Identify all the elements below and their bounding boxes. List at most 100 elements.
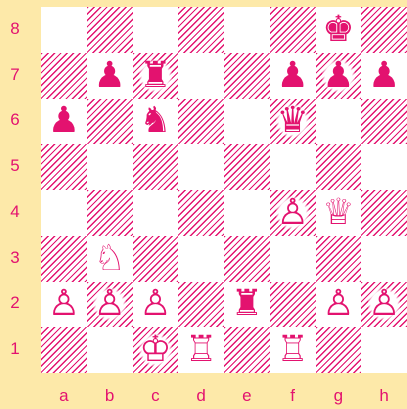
square-f4[interactable]: ♙ (270, 190, 316, 236)
white-rook-icon[interactable]: ♖ (185, 332, 217, 368)
white-pawn-icon[interactable]: ♙ (276, 195, 308, 231)
square-h1[interactable] (361, 327, 407, 373)
file-label-c: c (133, 386, 179, 406)
white-pawn-icon[interactable]: ♙ (93, 286, 125, 322)
square-e2[interactable]: ♜ (224, 282, 270, 328)
square-b6[interactable] (87, 99, 133, 145)
black-pawn-icon[interactable]: ♟ (48, 103, 80, 139)
square-g4[interactable]: ♕ (316, 190, 362, 236)
square-f7[interactable]: ♟ (270, 53, 316, 99)
square-f5[interactable] (270, 144, 316, 190)
square-g2[interactable]: ♙ (316, 282, 362, 328)
square-f3[interactable] (270, 236, 316, 282)
square-g5[interactable] (316, 144, 362, 190)
square-b7[interactable]: ♟ (87, 53, 133, 99)
square-f8[interactable] (270, 7, 316, 53)
square-d6[interactable] (178, 99, 224, 145)
rank-label-5: 5 (0, 156, 30, 176)
rank-label-8: 8 (0, 19, 30, 39)
black-pawn-icon[interactable]: ♟ (276, 58, 308, 94)
square-d8[interactable] (178, 7, 224, 53)
square-c5[interactable] (133, 144, 179, 190)
file-label-g: g (316, 386, 362, 406)
file-label-b: b (87, 386, 133, 406)
square-d5[interactable] (178, 144, 224, 190)
square-g7[interactable]: ♟ (316, 53, 362, 99)
square-d3[interactable] (178, 236, 224, 282)
white-pawn-icon[interactable]: ♙ (139, 286, 171, 322)
white-pawn-icon[interactable]: ♙ (322, 286, 354, 322)
square-a8[interactable] (41, 7, 87, 53)
square-a1[interactable] (41, 327, 87, 373)
rank-label-4: 4 (0, 202, 30, 222)
square-d4[interactable] (178, 190, 224, 236)
square-h5[interactable] (361, 144, 407, 190)
black-queen-icon[interactable]: ♛ (276, 103, 308, 139)
square-e7[interactable] (224, 53, 270, 99)
square-c1[interactable]: ♔ (133, 327, 179, 373)
file-label-f: f (270, 386, 316, 406)
white-pawn-icon[interactable]: ♙ (368, 286, 400, 322)
square-e3[interactable] (224, 236, 270, 282)
file-label-h: h (361, 386, 407, 406)
rank-label-3: 3 (0, 248, 30, 268)
square-b4[interactable] (87, 190, 133, 236)
square-a6[interactable]: ♟ (41, 99, 87, 145)
white-rook-icon[interactable]: ♖ (276, 332, 308, 368)
square-e8[interactable] (224, 7, 270, 53)
square-f2[interactable] (270, 282, 316, 328)
square-g1[interactable] (316, 327, 362, 373)
square-g8[interactable]: ♚ (316, 7, 362, 53)
square-b5[interactable] (87, 144, 133, 190)
square-c8[interactable] (133, 7, 179, 53)
black-rook-icon[interactable]: ♜ (231, 286, 263, 322)
black-pawn-icon[interactable]: ♟ (368, 58, 400, 94)
file-label-d: d (178, 386, 224, 406)
white-queen-icon[interactable]: ♕ (322, 195, 354, 231)
square-g3[interactable] (316, 236, 362, 282)
square-c3[interactable] (133, 236, 179, 282)
rank-label-7: 7 (0, 65, 30, 85)
square-f6[interactable]: ♛ (270, 99, 316, 145)
black-pawn-icon[interactable]: ♟ (322, 58, 354, 94)
square-f1[interactable]: ♖ (270, 327, 316, 373)
square-b3[interactable]: ♘ (87, 236, 133, 282)
square-a2[interactable]: ♙ (41, 282, 87, 328)
square-c6[interactable]: ♞ (133, 99, 179, 145)
black-knight-icon[interactable]: ♞ (139, 103, 171, 139)
square-d1[interactable]: ♖ (178, 327, 224, 373)
square-a7[interactable] (41, 53, 87, 99)
rank-label-1: 1 (0, 339, 30, 359)
square-a5[interactable] (41, 144, 87, 190)
square-a4[interactable] (41, 190, 87, 236)
square-b1[interactable] (87, 327, 133, 373)
square-e1[interactable] (224, 327, 270, 373)
square-h6[interactable] (361, 99, 407, 145)
square-c2[interactable]: ♙ (133, 282, 179, 328)
black-rook-icon[interactable]: ♜ (139, 58, 171, 94)
square-e6[interactable] (224, 99, 270, 145)
rank-label-6: 6 (0, 110, 30, 130)
square-d7[interactable] (178, 53, 224, 99)
square-e5[interactable] (224, 144, 270, 190)
square-h4[interactable] (361, 190, 407, 236)
black-king-icon[interactable]: ♚ (322, 12, 354, 48)
square-h8[interactable] (361, 7, 407, 53)
white-pawn-icon[interactable]: ♙ (48, 286, 80, 322)
square-c7[interactable]: ♜ (133, 53, 179, 99)
white-king-icon[interactable]: ♔ (139, 332, 171, 368)
black-pawn-icon[interactable]: ♟ (93, 58, 125, 94)
square-g6[interactable] (316, 99, 362, 145)
square-c4[interactable] (133, 190, 179, 236)
square-b8[interactable] (87, 7, 133, 53)
chess-board: ♚ ♟ ♜ ♟ ♟ ♟ ♟ ♞ ♛ ♙ ♕ ♘ ♙ ♙ ♙ ♜ ♙ ♙ ♔ ♖ ♖ (41, 7, 407, 373)
square-d2[interactable] (178, 282, 224, 328)
white-knight-icon[interactable]: ♘ (93, 241, 125, 277)
square-h7[interactable]: ♟ (361, 53, 407, 99)
square-h3[interactable] (361, 236, 407, 282)
square-h2[interactable]: ♙ (361, 282, 407, 328)
square-e4[interactable] (224, 190, 270, 236)
square-a3[interactable] (41, 236, 87, 282)
square-b2[interactable]: ♙ (87, 282, 133, 328)
file-label-e: e (224, 386, 270, 406)
